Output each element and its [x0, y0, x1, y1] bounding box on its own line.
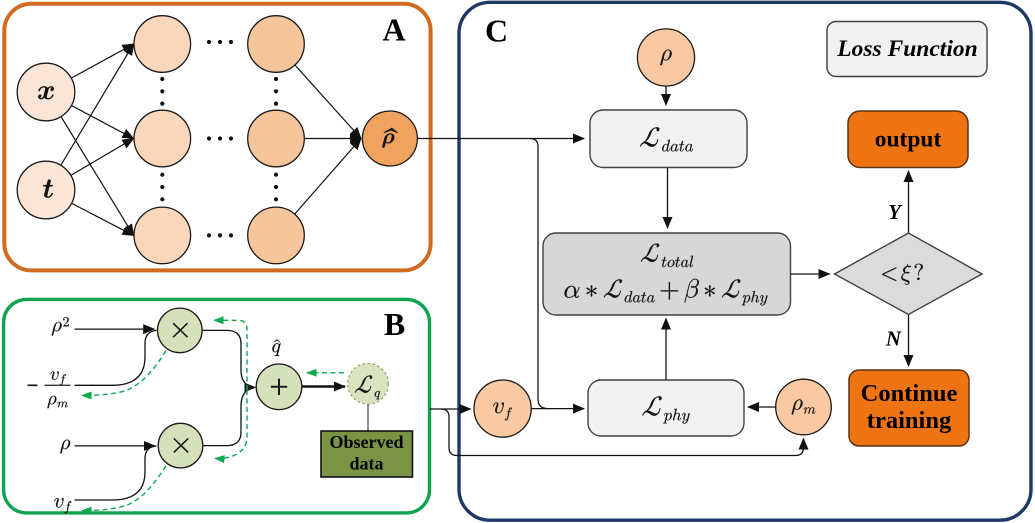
svg-text:A: A: [382, 12, 405, 48]
svg-text:Y: Y: [888, 200, 903, 224]
svg-text:output: output: [875, 127, 942, 153]
svg-text:B: B: [384, 306, 405, 342]
svg-text:Loss Function: Loss Function: [836, 36, 977, 62]
svg-text:Continue: Continue: [861, 380, 958, 407]
svg-text:C: C: [485, 13, 508, 49]
svg-text:Observed: Observed: [330, 432, 404, 452]
svg-text:data: data: [349, 454, 383, 474]
svg-text:training: training: [867, 407, 952, 434]
svg-text:N: N: [885, 327, 902, 351]
